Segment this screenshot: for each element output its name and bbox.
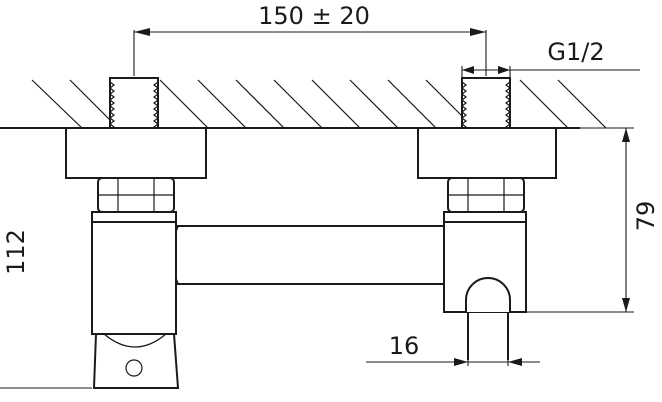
dimension-spacing xyxy=(133,28,487,76)
height-right-label: 79 xyxy=(632,201,660,232)
left-valve-body xyxy=(91,211,177,335)
thread-label: G1/2 xyxy=(547,38,604,66)
dimension-thread xyxy=(461,66,640,78)
right-flange xyxy=(417,127,557,179)
outlet-width-label: 16 xyxy=(389,332,420,360)
dimension-height-right xyxy=(526,127,634,313)
spacing-label: 150 ± 20 xyxy=(258,2,370,30)
right-threaded-pipe xyxy=(461,77,511,131)
left-flange xyxy=(65,127,207,179)
cross-pipe xyxy=(167,225,457,285)
left-threaded-pipe xyxy=(109,77,159,131)
right-valve-body xyxy=(443,211,527,313)
height-left-label: 112 xyxy=(2,229,30,275)
left-hex-nut xyxy=(97,177,175,213)
left-handle xyxy=(92,333,180,389)
dimension-outlet xyxy=(366,350,540,366)
outlet-stub xyxy=(467,312,509,360)
right-hex-nut xyxy=(447,177,525,213)
wall-hatch xyxy=(31,79,607,129)
